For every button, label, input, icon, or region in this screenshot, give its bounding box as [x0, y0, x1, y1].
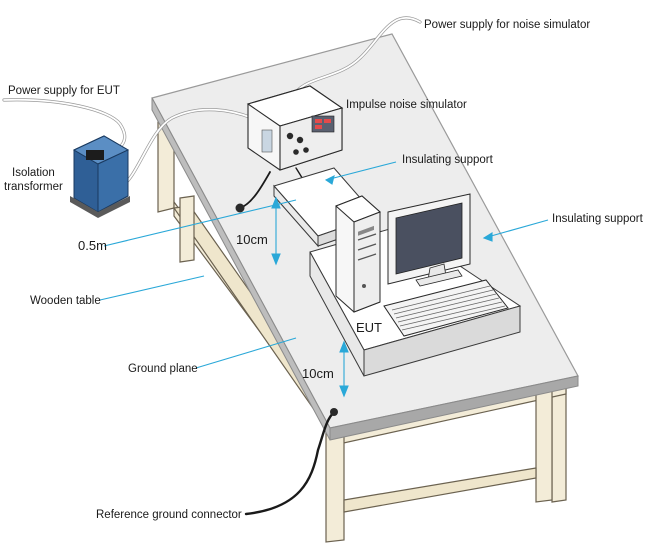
eut-pc-tower — [335, 195, 381, 313]
leader-05m — [103, 199, 297, 247]
transformer-base — [70, 196, 130, 218]
label-power-supply-noise-simulator: Power supply for noise simulator — [424, 19, 590, 31]
label-isolation-transformer-line2: transformer — [4, 181, 63, 193]
label-reference-ground-connector: Reference ground connector — [96, 509, 242, 521]
simulator-display — [311, 115, 335, 133]
table-leg-front-left — [325, 427, 345, 543]
cable-noise-sim-power — [295, 16, 421, 93]
eut-keyboard — [383, 279, 509, 337]
isolation-transformer — [70, 135, 130, 218]
label-height-10cm-lower: 10cm — [302, 366, 334, 381]
eut-monitor — [387, 193, 471, 287]
label-power-supply-eut: Power supply for EUT — [8, 85, 120, 97]
leader-insulating-support-top — [325, 161, 397, 181]
table-top-left-edge — [151, 97, 331, 441]
monitor-stand — [415, 269, 463, 287]
impulse-noise-simulator — [246, 85, 344, 171]
label-wooden-table: Wooden table — [30, 295, 101, 307]
labels: Power supply for noise simulator Power s… — [4, 19, 644, 521]
simulator-ground-terminal — [235, 203, 245, 213]
label-insulating-support-right: Insulating support — [552, 213, 644, 225]
cable-reference-ground — [244, 410, 336, 516]
label-distance-05m: 0.5m — [78, 238, 107, 253]
leader-insulating-support-right — [483, 219, 549, 239]
table-leg-front-right — [535, 381, 553, 503]
transformer-core — [86, 150, 104, 160]
label-impulse-noise-simulator: Impulse noise simulator — [346, 99, 467, 111]
table-leg-mid — [179, 195, 195, 263]
label-isolation-transformer-line1: Isolation — [12, 167, 55, 179]
label-eut: EUT — [356, 320, 382, 335]
simulator-side-vent — [261, 129, 273, 153]
leader-wooden-table — [99, 275, 205, 301]
simulator-knob — [286, 132, 294, 140]
leader-lines — [99, 161, 549, 398]
label-height-10cm-upper: 10cm — [236, 232, 268, 247]
reference-ground-connector-terminal — [330, 408, 338, 416]
table-stretcher-front — [343, 467, 537, 513]
label-insulating-support-top: Insulating support — [402, 154, 494, 166]
monitor-screen — [395, 202, 463, 275]
leader-ground-plane — [195, 337, 297, 369]
label-ground-plane: Ground plane — [128, 363, 198, 375]
cable-transformer-out — [121, 108, 253, 187]
